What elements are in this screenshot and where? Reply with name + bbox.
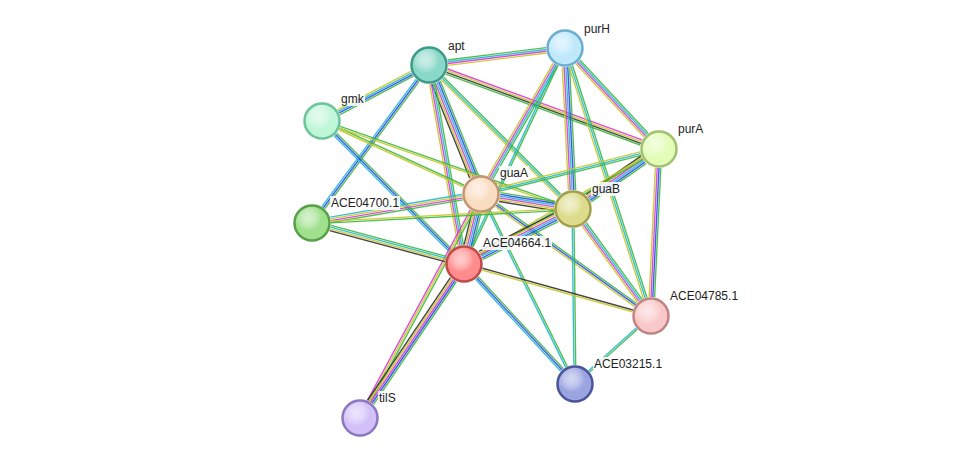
evidence-line: [476, 279, 561, 371]
interaction-edge: [649, 168, 661, 297]
evidence-line: [488, 63, 553, 176]
node-circle: [293, 204, 331, 242]
node-label: ACE03215.1: [593, 357, 663, 371]
node-label: gmk: [340, 92, 365, 106]
interaction-edge: [480, 158, 643, 255]
interaction-edge: [331, 209, 554, 223]
evidence-line: [340, 76, 413, 114]
evidence-line: [490, 64, 555, 177]
evidence-line: [649, 168, 655, 297]
evidence-line: [369, 279, 452, 402]
evidence-line: [367, 210, 470, 401]
evidence-line: [331, 209, 554, 221]
evidence-line: [448, 51, 546, 63]
node-circle: [303, 102, 341, 140]
node-label: ACE04700.1: [330, 196, 400, 210]
evidence-line: [571, 66, 645, 298]
evidence-line: [589, 161, 644, 199]
evidence-line: [481, 217, 556, 255]
node-label: purH: [583, 22, 611, 36]
evidence-line: [573, 66, 647, 298]
node-circle: [640, 130, 678, 168]
evidence-line: [491, 65, 556, 178]
evidence-line: [572, 228, 574, 365]
node-circle: [445, 245, 483, 283]
evidence-line: [331, 227, 446, 258]
interaction-edge: [488, 63, 558, 179]
evidence-line: [481, 159, 643, 255]
evidence-line: [576, 64, 644, 137]
protein-node: guaA: [462, 175, 500, 213]
evidence-line: [586, 223, 642, 299]
evidence-line: [374, 282, 457, 405]
interaction-edge: [479, 214, 558, 260]
node-label: ACE04664.1: [482, 236, 552, 250]
interaction-edge: [368, 278, 457, 405]
evidence-line: [483, 268, 633, 310]
protein-node: gmk: [303, 102, 341, 140]
evidence-line: [340, 128, 555, 203]
evidence-line: [330, 229, 445, 260]
node-label: tilS: [378, 391, 397, 405]
evidence-line: [480, 158, 642, 254]
protein-node: tilS: [341, 399, 379, 437]
protein-node: purA: [640, 130, 678, 168]
evidence-line: [330, 195, 462, 218]
evidence-line: [331, 225, 446, 256]
evidence-line: [481, 218, 556, 256]
evidence-line: [330, 231, 445, 262]
evidence-line: [482, 220, 557, 258]
evidence-line: [499, 200, 553, 209]
node-label: purA: [677, 122, 704, 136]
evidence-line: [477, 278, 562, 370]
node-circle: [462, 175, 500, 213]
evidence-line: [479, 214, 554, 252]
interaction-edge: [367, 210, 473, 402]
evidence-line: [340, 126, 555, 201]
interaction-edge: [582, 223, 642, 302]
evidence-line: [483, 222, 558, 260]
evidence-line: [339, 75, 412, 113]
evidence-line: [478, 277, 563, 369]
node-circle: [632, 297, 670, 335]
interaction-edge: [576, 60, 648, 137]
node-label: ACE04785.1: [669, 289, 739, 303]
node-circle: [554, 190, 592, 228]
node-circle: [410, 46, 448, 84]
node-label: guaA: [499, 166, 529, 180]
node-circle: [556, 365, 594, 403]
evidence-line: [480, 215, 555, 253]
interaction-edge: [430, 83, 464, 246]
protein-node: apt: [410, 46, 448, 84]
protein-node: ACE04664.1: [445, 245, 483, 283]
evidence-line: [331, 211, 554, 223]
evidence-line: [448, 53, 546, 65]
interaction-edge: [338, 71, 414, 114]
protein-node: purH: [546, 29, 584, 67]
protein-node: guaB: [554, 190, 592, 228]
evidence-line: [591, 164, 646, 202]
protein-node: ACE03215.1: [556, 365, 594, 403]
evidence-line: [339, 130, 463, 187]
evidence-line: [582, 226, 638, 302]
evidence-line: [368, 278, 451, 401]
node-circle: [341, 399, 379, 437]
protein-node: ACE04785.1: [632, 297, 670, 335]
evidence-line: [583, 225, 639, 301]
node-label: apt: [447, 39, 466, 53]
node-label: guaB: [591, 182, 621, 196]
evidence-line: [590, 162, 645, 200]
evidence-line: [372, 281, 455, 404]
interaction-edge: [330, 225, 447, 261]
evidence-line: [585, 224, 641, 300]
evidence-line: [371, 280, 454, 403]
protein-node: ACE04700.1: [293, 204, 331, 242]
node-circle: [546, 29, 584, 67]
interaction-edge: [340, 126, 556, 203]
interaction-edge: [499, 193, 555, 211]
interaction-edge: [476, 277, 564, 372]
